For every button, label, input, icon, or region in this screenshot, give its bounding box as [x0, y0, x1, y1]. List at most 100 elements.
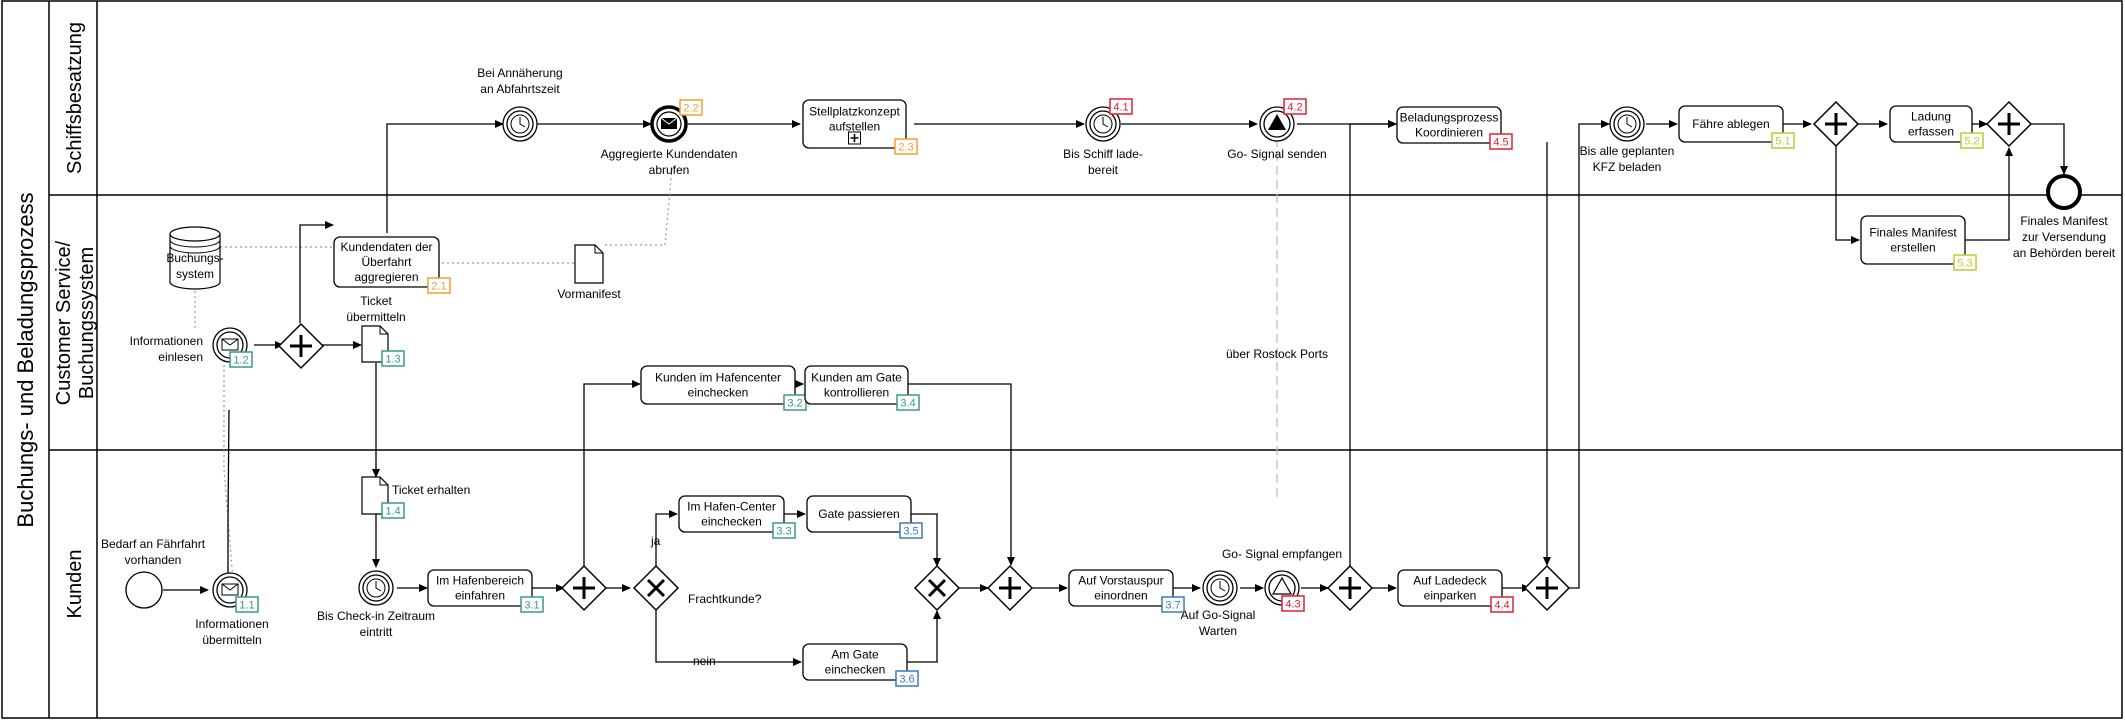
label-bedarf-1: Bedarf an Fährfahrt — [101, 537, 206, 551]
task-t21-label-1: Überfahrt — [361, 255, 412, 269]
badge-2-2-text: 2.2 — [683, 103, 698, 115]
task-t44-label-0: Auf Ladedeck — [1413, 574, 1487, 588]
task-t35-label-0: Gate passieren — [818, 507, 899, 521]
timer-event-annaeherung[interactable] — [502, 106, 538, 142]
badge-t52-text: 5.2 — [1964, 136, 1979, 148]
badge-1-4-text: 1.4 — [385, 506, 400, 518]
badge-t33: 3.3 — [772, 522, 796, 539]
task-t45-label-1: Koordinieren — [1415, 126, 1483, 140]
badge-1-1: 1.1 — [235, 596, 259, 613]
label-ticket-erhalten: Ticket erhalten — [392, 483, 470, 497]
badge-t37-text: 3.7 — [1165, 600, 1180, 612]
badge-1-4: 1.4 — [381, 502, 405, 519]
badge-t23: 2.3 — [894, 138, 918, 155]
pool-title: Buchungs- und Beladungsprozess — [13, 192, 38, 527]
badge-4-1: 4.1 — [1109, 98, 1133, 115]
label-bedarf-2: vorhanden — [125, 553, 182, 567]
gateway-parallel-kunden-3[interactable] — [1326, 564, 1374, 612]
timer-event-check-in[interactable] — [358, 570, 394, 606]
label-go-signal-senden: Go- Signal senden — [1227, 147, 1326, 161]
badge-t34: 3.4 — [896, 394, 920, 411]
task-t36-label-0: Am Gate — [831, 648, 879, 662]
gateway-exclusive-merge[interactable] — [913, 564, 961, 612]
badge-t45-text: 4.5 — [1493, 137, 1508, 149]
message-throw-event-aggregierte[interactable] — [650, 105, 688, 143]
badge-t21: 2.1 — [427, 277, 451, 294]
label-vormanifest: Vormanifest — [557, 287, 621, 301]
gateway-parallel-cs[interactable] — [277, 322, 325, 370]
badge-1-3: 1.3 — [381, 350, 405, 367]
label-nein: nein — [693, 654, 716, 668]
end-event-finales-manifest[interactable] — [2046, 174, 2082, 210]
gateway-parallel-schiff-1[interactable] — [1812, 100, 1860, 148]
task-t44-label-1: einparken — [1424, 589, 1477, 603]
badge-t36-text: 3.6 — [899, 674, 914, 686]
label-informationen-uebermitteln-2: übermitteln — [202, 633, 261, 647]
timer-event-bis-alle[interactable] — [1609, 106, 1645, 142]
label-finales-manifest-3: an Behörden bereit — [2013, 246, 2116, 260]
lane-customer-service-2: Buchungssystem — [76, 247, 98, 399]
label-bis-schiff-1: Bis Schiff lade- — [1063, 147, 1143, 161]
task-t37-label-1: einordnen — [1094, 589, 1147, 603]
task-t36-label-1: einchecken — [825, 663, 886, 677]
gateway-exclusive-frachtkunde[interactable] — [632, 564, 680, 612]
badge-4-3-text: 4.3 — [1285, 599, 1300, 611]
task-t23-label-0: Stellplatzkonzept — [809, 105, 900, 119]
task-t52-label-1: erfassen — [1908, 125, 1954, 139]
gateway-parallel-schiff-2[interactable] — [1985, 100, 2033, 148]
subprocess-marker-icon[interactable] — [848, 131, 861, 145]
task-t33-label-0: Im Hafen-Center — [687, 500, 776, 514]
task-t53-label-1: erstellen — [1890, 241, 1935, 255]
badge-4-1-text: 4.1 — [1113, 102, 1128, 114]
label-frachtkunde: Frachtkunde? — [688, 592, 762, 606]
task-t45-label-0: Beladungsprozess — [1400, 111, 1499, 125]
label-ticket-uebermitteln-2: übermitteln — [346, 310, 405, 324]
signal-throw-event-go[interactable] — [1259, 106, 1295, 142]
task-t52-label-0: Ladung — [1911, 110, 1951, 124]
badge-t33-text: 3.3 — [776, 526, 791, 538]
label-bis-alle-2: KFZ beladen — [1593, 160, 1662, 174]
gateway-parallel-kunden-4[interactable] — [1523, 564, 1571, 612]
badge-t53-text: 5.3 — [1957, 258, 1972, 270]
task-t51-label-0: Fähre ablegen — [1692, 117, 1769, 131]
gateway-parallel-kunden-2[interactable] — [986, 564, 1034, 612]
timer-event-bis-schiff[interactable] — [1085, 106, 1121, 142]
associations — [194, 167, 673, 581]
task-t32-label-0: Kunden im Hafencenter — [655, 371, 781, 385]
label-finales-manifest-1: Finales Manifest — [2020, 214, 2108, 228]
badge-t34-text: 3.4 — [900, 398, 915, 410]
label-bei-annaeherung-1: Bei Annäherung — [477, 66, 562, 80]
badge-t32: 3.2 — [783, 394, 807, 411]
badge-t21-text: 2.1 — [431, 281, 446, 293]
badge-1-2-text: 1.2 — [233, 355, 248, 367]
gateway-parallel-kunden-1[interactable] — [560, 564, 608, 612]
timer-event-go-signal-warten[interactable] — [1202, 570, 1238, 606]
badge-t45: 4.5 — [1489, 133, 1513, 150]
badge-t37: 3.7 — [1161, 596, 1185, 613]
label-informationen-uebermitteln-1: Informationen — [195, 617, 268, 631]
badge-2-2: 2.2 — [679, 99, 703, 116]
data-store-buchungssystem[interactable] — [169, 226, 221, 290]
data-object-vormanifest[interactable] — [574, 244, 604, 284]
label-bis-checkin-2: eintritt — [360, 625, 393, 639]
start-event-bedarf[interactable] — [125, 571, 163, 609]
badge-1-1-text: 1.1 — [239, 600, 254, 612]
badge-t31: 3.1 — [520, 596, 544, 613]
